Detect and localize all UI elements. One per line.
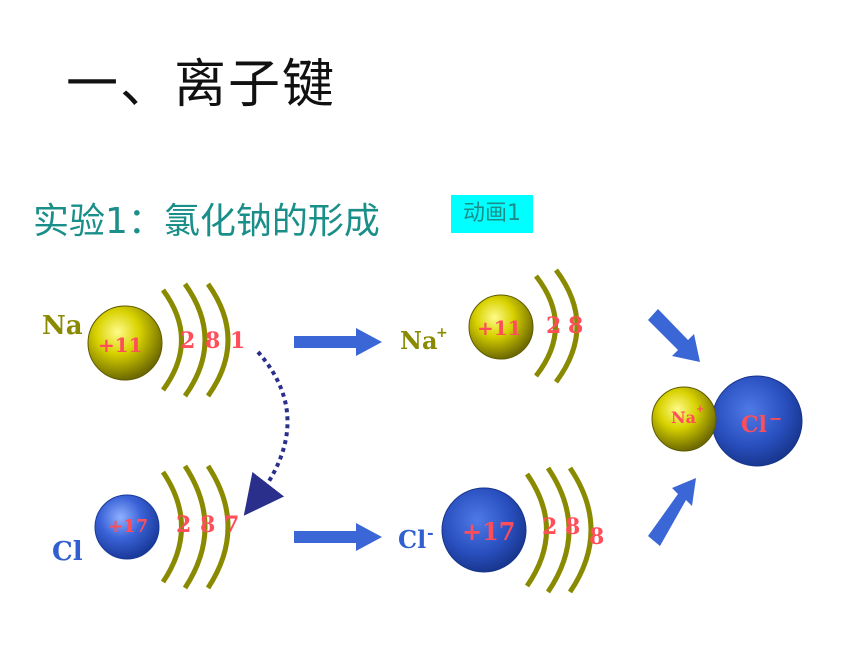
compound-cl-label: Cl <box>741 412 767 438</box>
na-electron-shells <box>160 282 231 398</box>
cl-ion-charge: - <box>427 523 434 542</box>
cl-ion-shell-1: 2 <box>542 514 557 540</box>
cl-nucleus <box>94 494 160 560</box>
electron-transfer-arrow <box>243 350 290 516</box>
na-shell-1: 2 <box>180 328 195 354</box>
page-title: 一、离子键 <box>66 55 337 115</box>
na-ion-charge: + <box>436 325 448 341</box>
experiment-subtitle: 实验1：氯化钠的形成 <box>33 201 380 242</box>
na-symbol: Na <box>42 311 83 341</box>
na-shell-2: 8 <box>205 328 220 354</box>
na-ion-shell-2: 8 <box>568 313 583 339</box>
na-ion-nucleus-charge: +11 <box>477 316 522 340</box>
na-nucleus-charge: +11 <box>98 333 143 357</box>
compound-cl-charge: − <box>769 409 782 428</box>
reaction-arrows <box>294 309 700 551</box>
cl-symbol: Cl <box>52 537 83 567</box>
cl-ion-electron-shells <box>524 466 594 594</box>
compound-na-label: Na <box>671 408 696 427</box>
cl-ion-symbol: Cl <box>398 525 426 554</box>
cl-nucleus-charge: +17 <box>108 516 148 537</box>
arrow-cl-ion-to-compound <box>648 478 696 546</box>
arrow-na-to-ion <box>294 328 382 356</box>
arrow-cl-to-ion <box>294 523 382 551</box>
na-ion-nucleus <box>468 294 534 360</box>
cl-shell-3: 7 <box>224 512 239 538</box>
cl-shell-1: 2 <box>176 512 191 538</box>
cl-shell-2: 8 <box>200 512 215 538</box>
cl-ion-shell-2: 8 <box>565 514 580 540</box>
na-nucleus <box>87 305 163 381</box>
cl-ion-nucleus-charge: +17 <box>462 517 516 546</box>
cl-electron-shells <box>160 464 231 590</box>
na-ion-shell-1: 2 <box>546 313 561 339</box>
na-ion-electron-shells <box>534 268 580 384</box>
na-ion-symbol: Na <box>400 326 438 355</box>
cl-ion-nucleus <box>441 487 527 573</box>
arrow-na-ion-to-compound <box>648 309 700 362</box>
compound-na-sphere <box>651 386 717 452</box>
compound-na-charge: + <box>696 404 704 415</box>
na-shell-3: 1 <box>230 328 245 354</box>
animation-button[interactable]: 动画1 <box>451 195 533 233</box>
cl-ion-shell-3: 8 <box>589 524 604 550</box>
